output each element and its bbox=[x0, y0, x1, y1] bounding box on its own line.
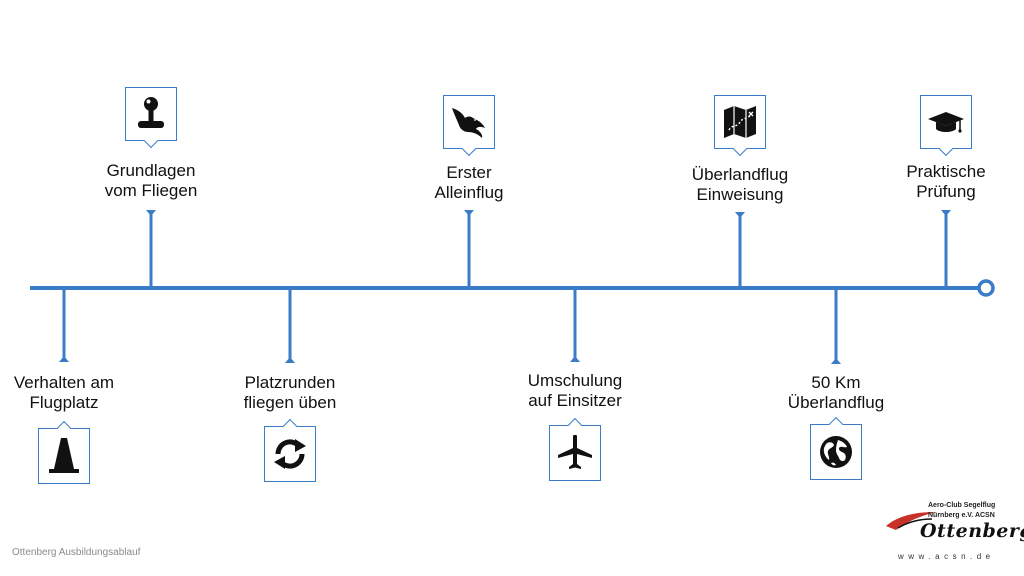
stem-grundlagen bbox=[146, 210, 156, 288]
glider-swoosh-icon bbox=[886, 512, 936, 530]
stem-verhalten bbox=[59, 288, 69, 362]
milestone-alleinflug-label: Erster Alleinflug bbox=[434, 163, 504, 202]
logo-wordmark: Ottenberg bbox=[920, 520, 1024, 542]
milestone-verhalten-icon-box bbox=[38, 428, 90, 484]
airplane-icon bbox=[558, 434, 592, 469]
globe-icon bbox=[820, 436, 852, 468]
milestone-50km-label: 50 Km Überlandflug bbox=[787, 373, 885, 412]
stem-platzrunden bbox=[285, 288, 295, 363]
stem-umschulung bbox=[570, 288, 580, 362]
timeline-end-marker bbox=[977, 279, 995, 297]
stem-alleinflug bbox=[464, 210, 474, 288]
stem-ueberlandflug-einweisung bbox=[735, 212, 745, 288]
map-icon bbox=[724, 106, 756, 138]
milestone-pruefung-icon-box bbox=[920, 95, 972, 149]
milestone-grundlagen-icon-box bbox=[125, 87, 177, 141]
club-logo: Aero-Club Segelflug Nürnberg e.V. ACSN O… bbox=[884, 500, 1024, 570]
milestone-umschulung-label: Umschulung auf Einsitzer bbox=[527, 371, 623, 410]
milestone-umschulung-icon-box bbox=[549, 425, 601, 481]
eagle-icon bbox=[452, 108, 485, 138]
footer-caption: Ottenberg Ausbildungsablauf bbox=[12, 547, 141, 558]
milestone-platzrunden-icon-box bbox=[264, 426, 316, 482]
logo-line2: Nürnberg e.V. ACSN bbox=[928, 512, 995, 519]
milestone-verhalten-label: Verhalten am Flugplatz bbox=[13, 373, 115, 412]
milestone-ueberlandflug-einweisung-icon-box bbox=[714, 95, 766, 149]
stem-50km bbox=[831, 288, 841, 364]
milestone-50km-icon-box bbox=[810, 424, 862, 480]
milestone-pruefung-label: Praktische Prüfung bbox=[906, 162, 986, 201]
milestone-ueberlandflug-einweisung-label: Überlandflug Einweisung bbox=[691, 165, 789, 204]
logo-url: www.acsn.de bbox=[898, 552, 995, 561]
stem-pruefung bbox=[941, 210, 951, 288]
graduation-cap-icon bbox=[928, 112, 964, 133]
milestone-grundlagen-label: Grundlagen vom Fliegen bbox=[104, 161, 198, 200]
circular-arrows-icon bbox=[274, 439, 306, 469]
milestone-platzrunden-label: Platzrunden fliegen üben bbox=[243, 373, 337, 412]
joystick-icon bbox=[138, 97, 164, 128]
traffic-cone-icon bbox=[49, 438, 79, 473]
logo-line1: Aero-Club Segelflug bbox=[928, 502, 996, 509]
milestone-alleinflug-icon-box bbox=[443, 95, 495, 149]
